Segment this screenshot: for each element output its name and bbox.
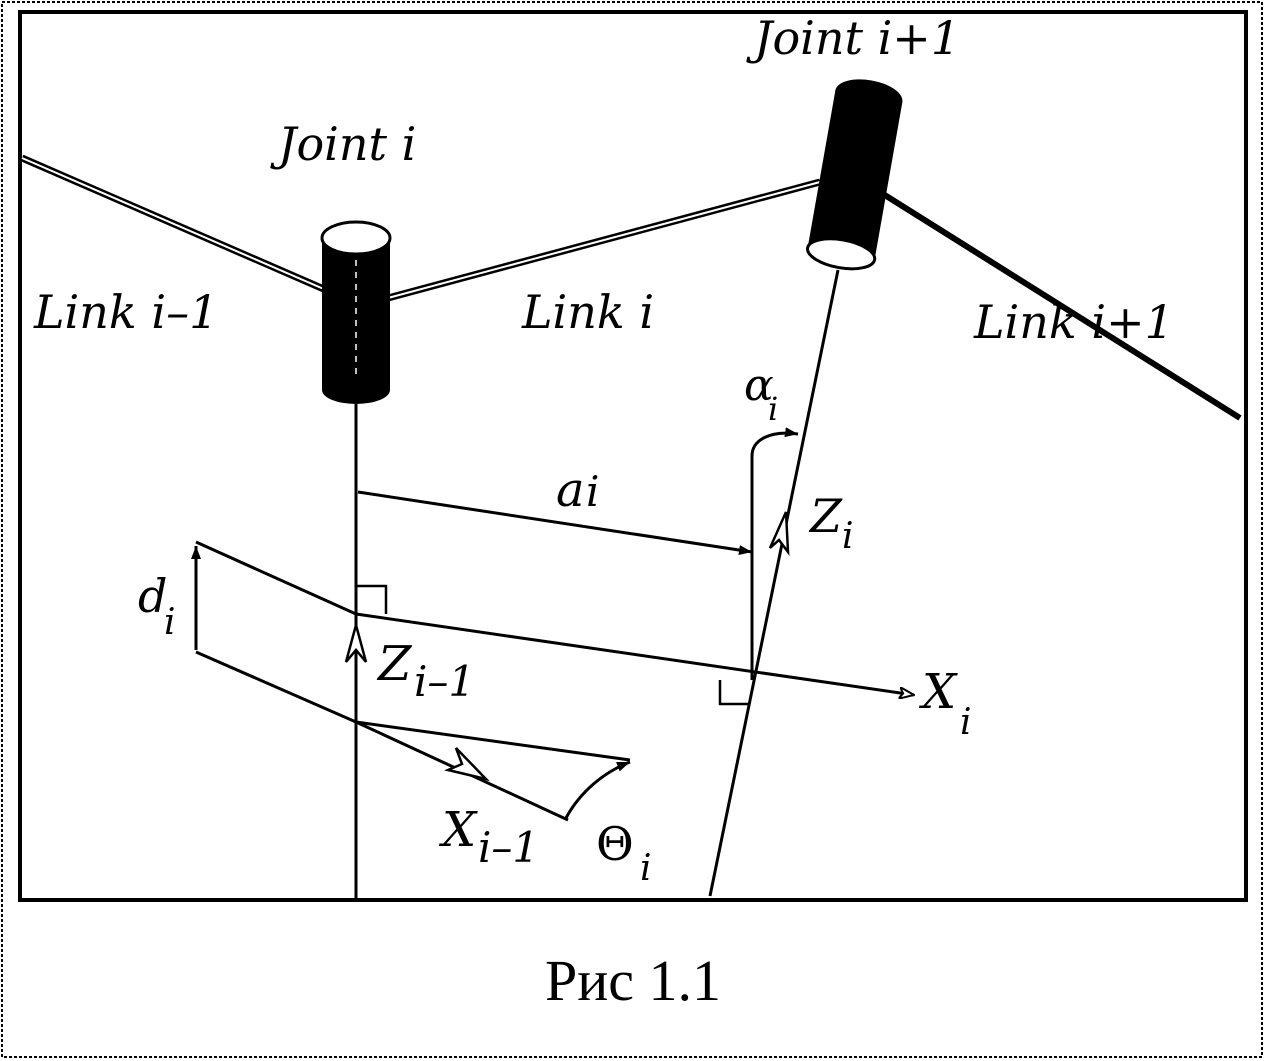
- label-link-i: Link i: [521, 285, 654, 339]
- theta-i-arc: [564, 760, 631, 819]
- svg-text:i: i: [960, 702, 972, 743]
- joint-i-plus-1-cylinder: [806, 79, 903, 271]
- svg-text:α: α: [744, 360, 774, 411]
- svg-text:Z: Z: [808, 489, 843, 543]
- x-i-minus-1-arrow-head: [444, 747, 490, 782]
- label-a-i: a i: [556, 462, 599, 518]
- joint-i-plus-1-axis: [708, 269, 840, 897]
- label-joint-i-plus-1: Joint i+1: [746, 11, 960, 65]
- label-theta-i: Θ i: [596, 817, 652, 889]
- svg-text:i: i: [640, 848, 652, 889]
- svg-text:a: a: [556, 462, 585, 518]
- label-alpha-i: α i: [744, 360, 778, 428]
- label-joint-i: Joint i: [270, 117, 416, 171]
- svg-text:d: d: [138, 569, 167, 623]
- svg-text:i: i: [586, 467, 599, 516]
- svg-text:i: i: [164, 602, 176, 643]
- d-i-top-extension: [195, 540, 357, 616]
- link-i-minus-1-line: [20, 154, 328, 294]
- svg-text:Z: Z: [376, 636, 413, 692]
- svg-text:i–1: i–1: [414, 657, 475, 706]
- label-z-i-minus-1: Z i–1: [376, 636, 475, 706]
- x-i-axis-arrow: [355, 612, 914, 695]
- right-angle-mark-1: [356, 584, 388, 614]
- svg-text:Θ: Θ: [596, 817, 634, 871]
- svg-text:i: i: [842, 516, 854, 557]
- figure-frame: [18, 10, 1248, 902]
- label-link-i-plus-1: Link i+1: [973, 295, 1174, 349]
- right-angle-mark-2: [718, 680, 748, 706]
- label-link-i-minus-1: Link i–1: [33, 285, 218, 339]
- x-i-projection-line: [355, 720, 631, 762]
- label-d-i: d i: [138, 569, 176, 643]
- z-i-arrow-head: [768, 511, 790, 557]
- svg-text:i: i: [768, 390, 778, 428]
- figure-caption: Рис 1.1: [545, 948, 721, 1013]
- joint-i-cylinder: [320, 220, 392, 404]
- label-z-i: Z i: [808, 489, 854, 557]
- svg-text:X: X: [918, 664, 958, 720]
- svg-text:i–1: i–1: [478, 823, 539, 872]
- d-i-bottom-extension: [195, 650, 357, 724]
- link-i-line: [387, 178, 821, 302]
- svg-text:X: X: [438, 802, 478, 858]
- alpha-i-arc: [750, 427, 799, 457]
- z-i-minus-1-arrow-head: [344, 620, 368, 663]
- a-i-dimension-arrow: [357, 490, 753, 555]
- label-x-i-minus-1: X i–1: [438, 802, 539, 872]
- label-x-i: X i: [918, 664, 972, 743]
- link-i-plus-1-line: [878, 189, 1242, 421]
